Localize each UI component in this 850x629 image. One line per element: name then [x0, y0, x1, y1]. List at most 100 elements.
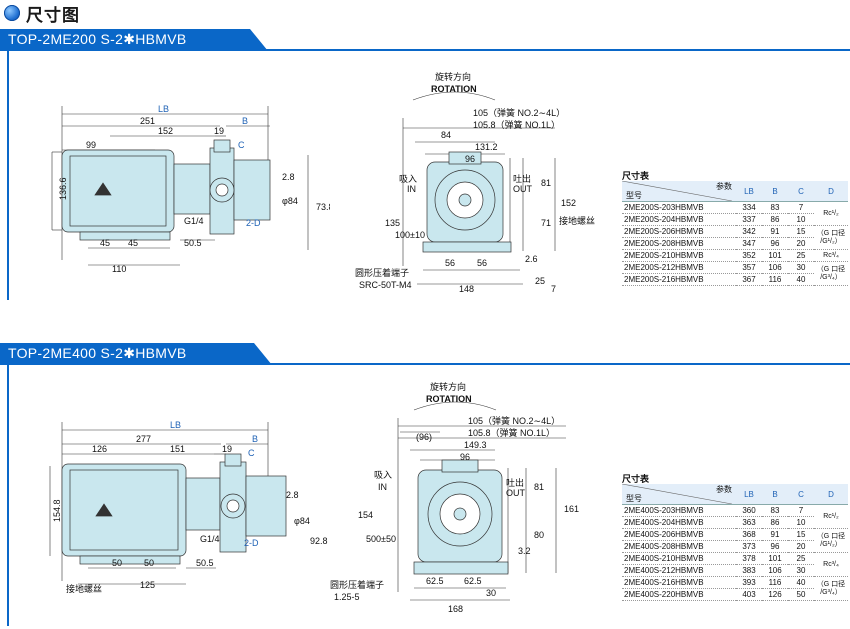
table-2-diagonal	[622, 484, 733, 504]
table-cell-lb: 360	[736, 504, 762, 517]
spring-2: 105.8（弹簧 NO.1L）	[468, 427, 555, 438]
dim-c: C	[248, 448, 255, 458]
dim-phi84: φ84	[282, 196, 298, 206]
table-cell-lb: 403	[736, 588, 762, 601]
table-cell-lb: 357	[736, 261, 762, 274]
table-cell-b: 83	[762, 201, 788, 214]
table-2-param-label: 参数	[716, 485, 732, 494]
table-2-h-lb: LB	[736, 484, 762, 505]
table-cell-model: 2ME400S-220HBMVB	[622, 588, 736, 601]
dim-30: 30	[486, 588, 496, 598]
table-cell-c: 40	[788, 576, 814, 589]
dim-50a: 50	[112, 558, 122, 568]
table-row: 2ME400S-210HBMVB 378 101 25 Rc³/₄	[622, 552, 848, 577]
dim-151: 151	[170, 444, 185, 454]
dim-92-8: 92.8	[310, 536, 328, 546]
dim-96-paren: (96)	[416, 432, 432, 442]
table-cell-b: 86	[762, 516, 788, 529]
d-sub: /G³/₄）	[820, 273, 842, 281]
dim-100: 100±10	[395, 230, 425, 240]
dim-71: 71	[541, 218, 551, 228]
table-cell-c: 7	[788, 201, 814, 214]
dim-2-8: 2.8	[286, 490, 299, 500]
table-cell-c: 10	[788, 213, 814, 226]
dim-73-8: 73.8	[316, 202, 330, 212]
table-row: 2ME200S-210HBMVB 352 101 25 Rc³/₄	[622, 249, 848, 262]
table-cell-model: 2ME400S-203HBMVB	[622, 504, 736, 517]
table-1-corner: 参数 型号	[622, 181, 736, 202]
dim-50-5: 50.5	[184, 238, 202, 248]
table-cell-c: 40	[788, 273, 814, 286]
label-ground: 接地螺丝	[66, 583, 102, 594]
dim-80: 80	[534, 530, 544, 540]
d-sub: /G¹/₂）	[820, 237, 842, 245]
d-main: Rc¹/₂	[823, 512, 839, 520]
terminal-en: 1.25-5	[334, 592, 360, 602]
table-cell-model: 2ME400S-204HBMVB	[622, 516, 736, 529]
dim-phi84: φ84	[294, 516, 310, 526]
table-row: 2ME200S-203HBMVB 334 83 7 Rc¹/₂	[622, 201, 848, 226]
table-cell-lb: 368	[736, 528, 762, 541]
dim-148: 148	[459, 284, 474, 294]
table-cell-model: 2ME200S-203HBMVB	[622, 201, 736, 214]
dim-62-5a: 62.5	[426, 576, 444, 586]
dim-149-3: 149.3	[464, 440, 487, 450]
dim-96: 96	[460, 452, 470, 462]
table-cell-b: 96	[762, 540, 788, 553]
table-cell-b: 83	[762, 504, 788, 517]
table-row: 2ME200S-208HBMVB 347 96 20	[622, 237, 848, 250]
table-cell-model: 2ME200S-204HBMVB	[622, 213, 736, 226]
label-out-cn: 吐出	[506, 477, 524, 488]
label-ground: 接地螺丝	[559, 215, 595, 226]
dim-c: C	[238, 140, 245, 150]
dim-81: 81	[534, 482, 544, 492]
dim-2-6: 2.6	[525, 254, 538, 264]
table-cell-lb: 393	[736, 576, 762, 589]
dim-125: 125	[140, 580, 155, 590]
label-in-en: IN	[378, 482, 387, 492]
terminal-cn: 圆形压着端子	[330, 579, 384, 590]
table-row: 2ME200S-206HBMVB 342 91 15 （G 口径/G¹/₂）	[622, 225, 848, 250]
table-2-model-label: 型号	[626, 494, 642, 503]
table-cell-c: 30	[788, 564, 814, 577]
table-cell-c: 7	[788, 504, 814, 517]
section-2-title: TOP-2ME400 S-2✱HBMVB	[8, 345, 187, 361]
table-row: 2ME400S-212HBMVB 383 106 30	[622, 564, 848, 577]
label-out-en: OUT	[513, 184, 533, 194]
dim-25: 25	[535, 276, 545, 286]
dim-56b: 56	[477, 258, 487, 268]
table-2-h-b: B	[762, 484, 788, 505]
table-cell-lb: 363	[736, 516, 762, 529]
table-cell-lb: 342	[736, 225, 762, 238]
dim-19: 19	[214, 126, 224, 136]
table-cell-lb: 373	[736, 540, 762, 553]
table-cell-d: （G 口径/G³/₄）	[814, 576, 848, 601]
table-1-h-c: C	[788, 181, 814, 202]
terminal-cn: 圆形压着端子	[355, 267, 409, 278]
dim-500: 500±50	[366, 534, 396, 544]
table-row: 2ME400S-204HBMVB 363 86 10	[622, 516, 848, 529]
rotation-en: ROTATION	[426, 394, 472, 404]
section-2-front-view: 旋转方向 ROTATION 105（弹簧 NO.2∼4L） 105.8（弹簧 N…	[330, 381, 579, 614]
table-1: 参数 型号 LB B C D 2ME200S-203HBMVB 334 83 7…	[622, 181, 848, 286]
table-cell-model: 2ME200S-210HBMVB	[622, 249, 736, 262]
table-row: 2ME200S-216HBMVB 367 116 40	[622, 273, 848, 286]
dim-277: 277	[136, 434, 151, 444]
table-1-h-d: D	[814, 181, 848, 202]
d-sub: /G¹/₂）	[820, 540, 842, 548]
table-cell-d: （G 口径/G¹/₂）	[814, 528, 848, 553]
dim-251: 251	[140, 116, 155, 126]
label-g14: G1/4	[184, 216, 204, 226]
dim-62-5b: 62.5	[464, 576, 482, 586]
dim-56a: 56	[445, 258, 455, 268]
section-1-title: TOP-2ME200 S-2✱HBMVB	[8, 31, 187, 47]
section-1-left-rule	[7, 50, 9, 300]
d-main: （G 口径	[816, 532, 846, 540]
section-1-header: TOP-2ME200 S-2✱HBMVB	[0, 29, 850, 51]
table-cell-c: 25	[788, 249, 814, 262]
table-cell-lb: 378	[736, 552, 762, 565]
table-cell-b: 86	[762, 213, 788, 226]
table-cell-model: 2ME400S-206HBMVB	[622, 528, 736, 541]
dim-45a: 45	[100, 238, 110, 248]
table-cell-lb: 334	[736, 201, 762, 214]
